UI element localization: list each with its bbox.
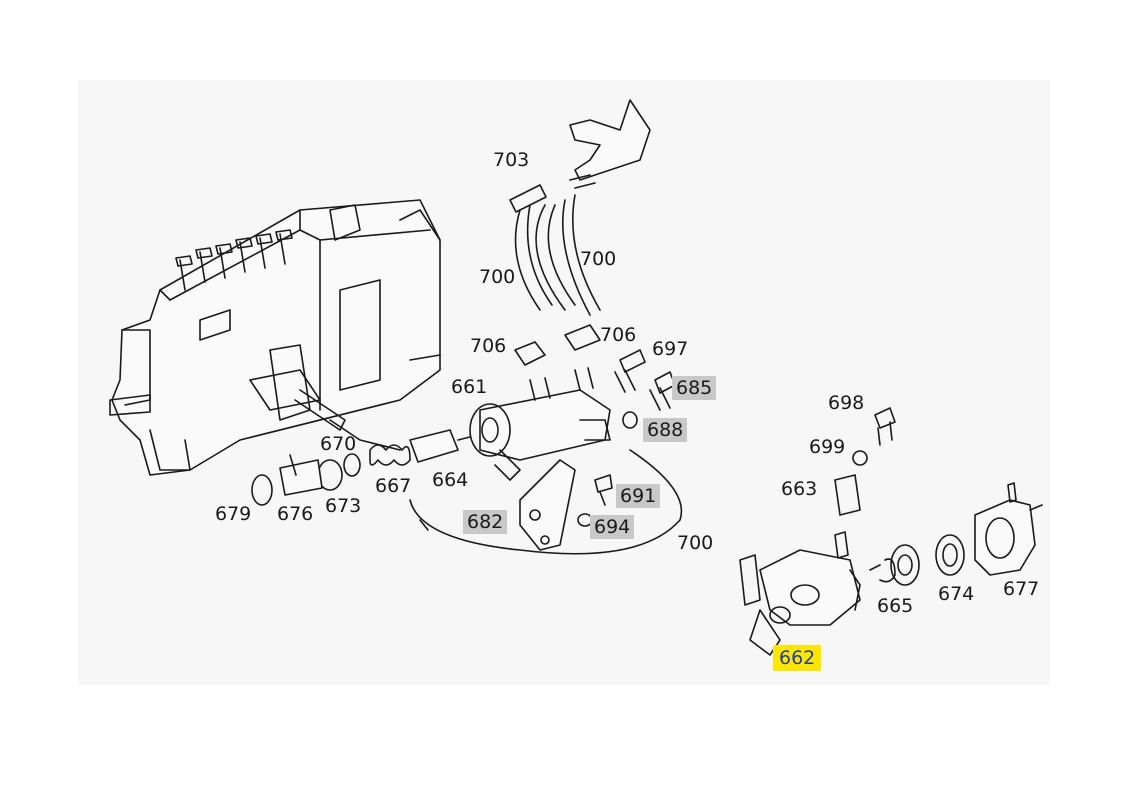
callout-664[interactable]: 664 xyxy=(432,469,469,491)
callout-691[interactable]: 691 xyxy=(616,484,661,508)
callout-706-right[interactable]: 706 xyxy=(600,324,637,346)
callout-679[interactable]: 679 xyxy=(215,503,252,525)
filter-housing xyxy=(469,367,611,481)
callout-699[interactable]: 699 xyxy=(809,436,846,458)
callout-703[interactable]: 703 xyxy=(493,149,530,171)
callout-674[interactable]: 674 xyxy=(938,583,975,605)
hose-assembly xyxy=(509,99,651,316)
callout-697[interactable]: 697 xyxy=(652,338,689,360)
callout-662-selected[interactable]: 662 xyxy=(773,645,822,671)
callout-698[interactable]: 698 xyxy=(828,392,865,414)
callout-685[interactable]: 685 xyxy=(672,376,717,400)
callout-676[interactable]: 676 xyxy=(277,503,314,525)
fuel-line xyxy=(409,449,683,555)
callout-661[interactable]: 661 xyxy=(451,376,488,398)
callout-665[interactable]: 665 xyxy=(877,595,914,617)
pump-components xyxy=(251,419,471,506)
bracket xyxy=(519,459,576,551)
small-parts xyxy=(577,349,896,527)
pump-cover-parts xyxy=(869,482,1043,586)
callout-694[interactable]: 694 xyxy=(590,515,635,539)
callout-700-line[interactable]: 700 xyxy=(677,532,714,554)
callout-677[interactable]: 677 xyxy=(1003,578,1040,600)
clamps xyxy=(514,324,601,366)
callout-706-left[interactable]: 706 xyxy=(470,335,507,357)
callout-673[interactable]: 673 xyxy=(325,495,362,517)
callout-688[interactable]: 688 xyxy=(643,418,688,442)
supply-pump xyxy=(739,531,861,656)
callout-667[interactable]: 667 xyxy=(375,475,412,497)
callout-700-hose-right[interactable]: 700 xyxy=(580,248,617,270)
injection-pump xyxy=(109,199,441,476)
callout-682[interactable]: 682 xyxy=(463,510,508,534)
callout-670[interactable]: 670 xyxy=(320,433,357,455)
callout-663[interactable]: 663 xyxy=(781,478,818,500)
callout-700-hose-left[interactable]: 700 xyxy=(479,266,516,288)
